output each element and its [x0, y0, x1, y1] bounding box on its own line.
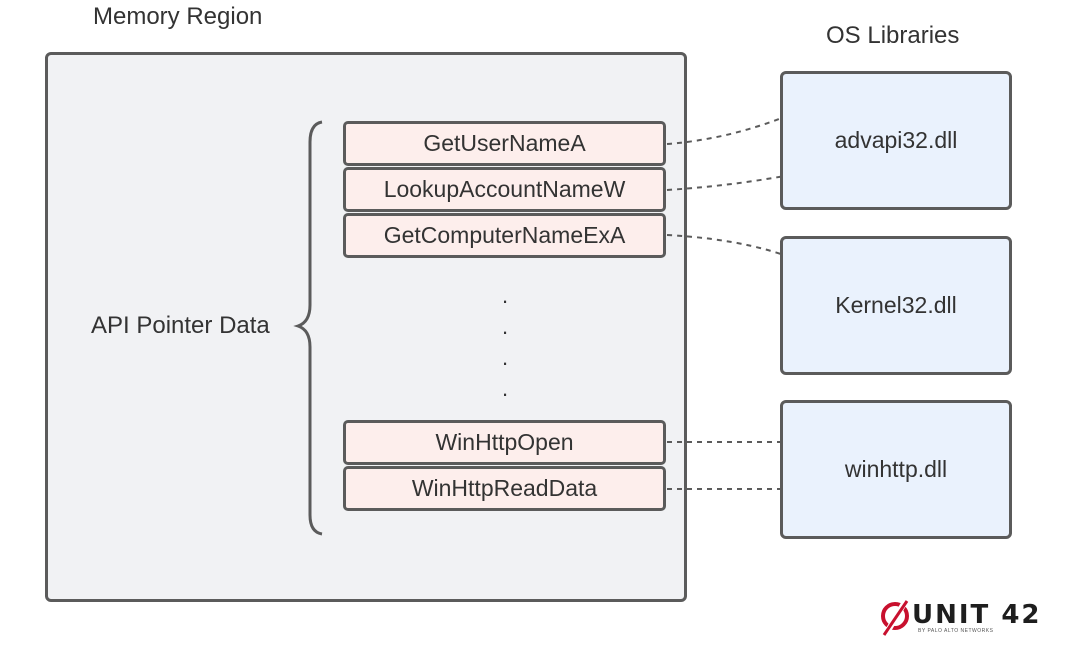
- ellipsis-dot: .: [502, 376, 509, 401]
- unit42-logo: UNIT 42 BY PALO ALTO NETWORKS: [878, 598, 1058, 638]
- api-entry-winhttpopen: WinHttpOpen: [343, 420, 666, 465]
- ellipsis-dot: .: [502, 314, 509, 339]
- os-libraries-title: OS Libraries: [826, 22, 960, 49]
- ellipsis-dot: .: [502, 283, 509, 308]
- unit42-wordmark: UNIT 42: [912, 600, 1042, 630]
- memory-region-title: Memory Region: [93, 3, 263, 30]
- library-winhttp: winhttp.dll: [780, 400, 1012, 539]
- unit42-subtext: BY PALO ALTO NETWORKS: [918, 628, 994, 634]
- library-kernel32: Kernel32.dll: [780, 236, 1012, 375]
- api-entry-getusernamea: GetUserNameA: [343, 121, 666, 166]
- api-entry-winhttpreaddata: WinHttpReadData: [343, 466, 666, 511]
- ellipsis-dot: .: [502, 345, 509, 370]
- api-entry-getcomputernameexa: GetComputerNameExA: [343, 213, 666, 258]
- api-pointer-data-label: API Pointer Data: [91, 312, 270, 339]
- api-entry-lookupaccountnamew: LookupAccountNameW: [343, 167, 666, 212]
- library-advapi32: advapi32.dll: [780, 71, 1012, 210]
- unit42-logo-icon: [881, 598, 909, 636]
